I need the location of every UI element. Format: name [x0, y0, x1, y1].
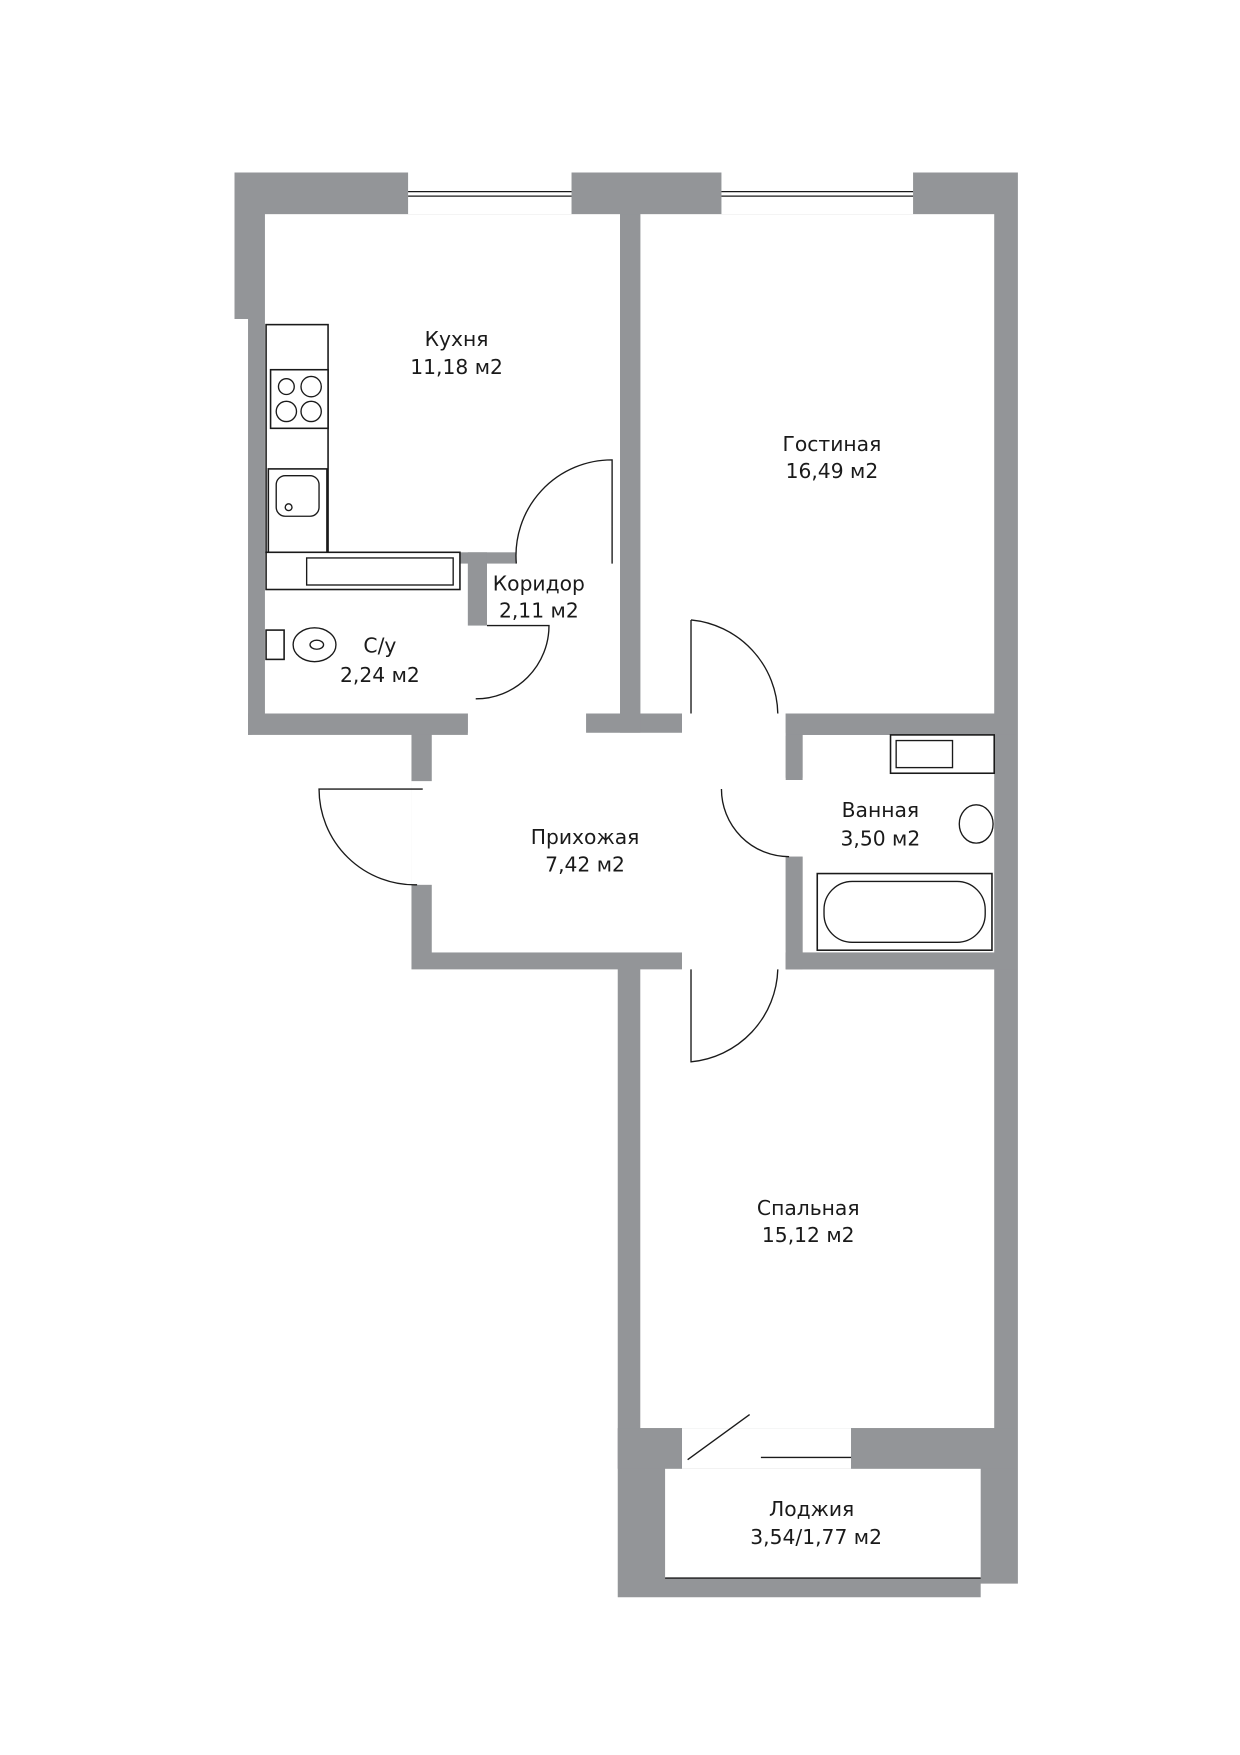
bathroom-name: Ванная [842, 798, 919, 822]
room-living [640, 214, 995, 714]
wc-area: 2,24 м2 [340, 663, 420, 687]
loggia-name: Лоджия [769, 1497, 854, 1521]
room-loggia [665, 1468, 981, 1579]
kitchen-counter [265, 323, 461, 591]
window-living [721, 172, 914, 215]
window-kitchen [408, 172, 572, 215]
bathtub-icon [816, 872, 993, 951]
bathroom-fixtures [816, 734, 996, 951]
bathroom-area: 3,50 м2 [841, 826, 921, 850]
doors [318, 459, 852, 1461]
kitchen-area: 11,18 м2 [410, 355, 503, 379]
kitchen-name: Кухня [425, 327, 489, 351]
hall-name: Прихожая [531, 825, 640, 849]
corridor-area: 2,11 м2 [499, 599, 579, 623]
hall-area: 7,42 м2 [545, 852, 625, 876]
toilet-icon [265, 627, 337, 663]
bedroom-name: Спальная [757, 1196, 860, 1220]
living-area: 16,49 м2 [786, 459, 879, 483]
loggia-area: 3,54/1,77 м2 [750, 1525, 882, 1549]
washbasin-icon [958, 804, 994, 844]
room-bedroom [640, 969, 995, 1429]
room-hall [431, 732, 786, 953]
living-name: Гостиная [783, 432, 882, 456]
wc-name: С/у [363, 634, 396, 658]
stove-icon [269, 368, 329, 430]
bedroom-area: 15,12 м2 [762, 1223, 855, 1247]
corridor-name: Коридор [493, 572, 585, 596]
